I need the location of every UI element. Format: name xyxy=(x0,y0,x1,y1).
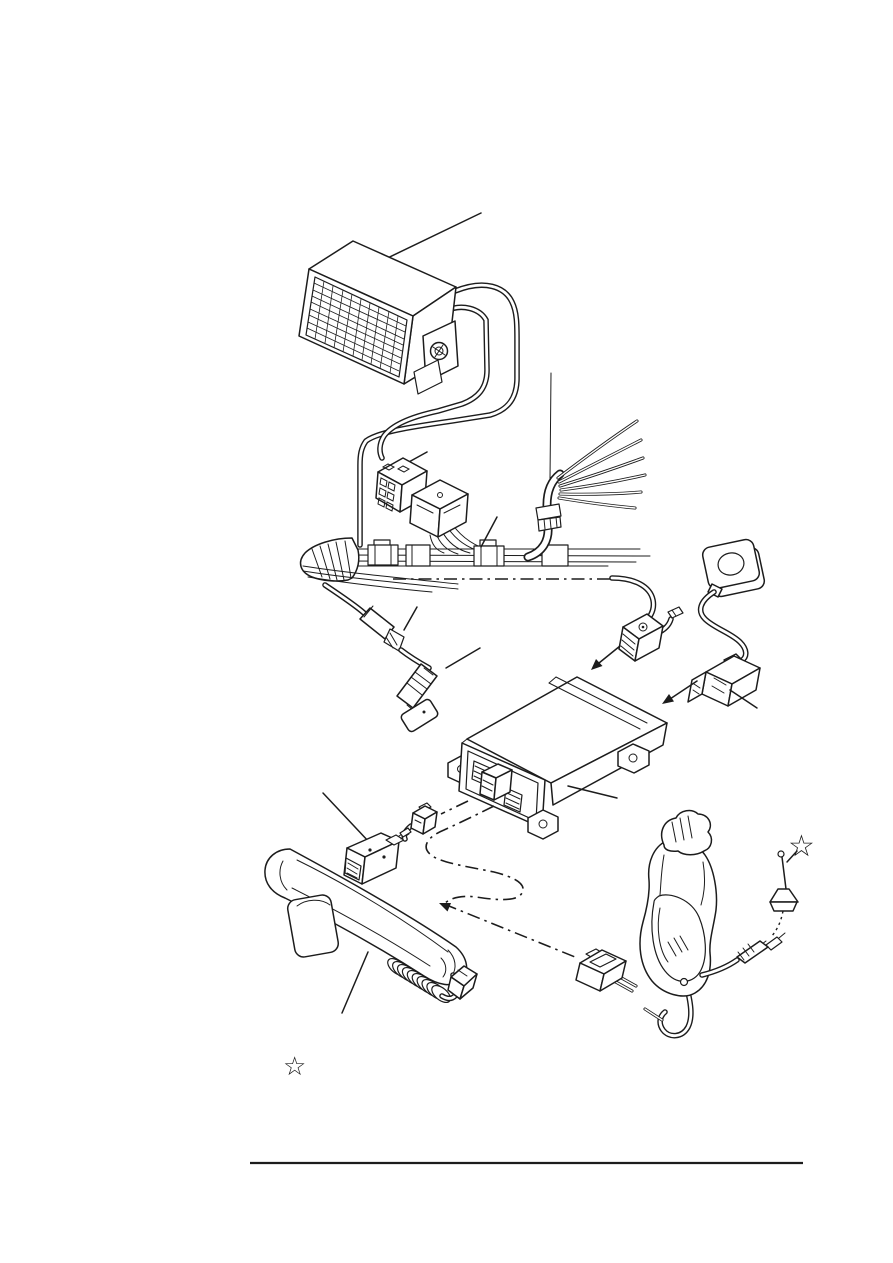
power-connector xyxy=(393,575,684,670)
inline-connector-left xyxy=(322,582,418,652)
antenna-tip xyxy=(777,850,785,858)
arrowhead xyxy=(662,694,674,704)
antenna-cone xyxy=(769,888,799,903)
harness-clip xyxy=(473,539,505,567)
leader-line-adapter xyxy=(322,792,371,844)
mute-button-unit xyxy=(697,538,766,664)
unit-side-face xyxy=(550,722,668,806)
harness-clip xyxy=(541,544,569,567)
leader-line-unit xyxy=(567,785,618,799)
button xyxy=(717,552,745,576)
harness-clip xyxy=(367,539,399,566)
grille-hatch xyxy=(306,280,407,374)
unit-foot xyxy=(617,743,650,774)
cup-hook xyxy=(660,809,713,856)
pigtail-tip xyxy=(667,606,684,619)
antenna-star-marker: ☆ xyxy=(788,829,815,864)
panel-center-connector xyxy=(479,763,513,801)
handset-cradle xyxy=(286,894,340,958)
unit-foot xyxy=(527,809,559,840)
antenna-cable-connectors xyxy=(699,910,786,978)
harness-connector-pair xyxy=(375,451,493,555)
transceiver-unit xyxy=(447,676,668,840)
barrel-plug-with-tag xyxy=(396,647,481,733)
antenna-base xyxy=(769,901,798,912)
cable-routing-dashdot xyxy=(425,800,576,958)
speaker-unit xyxy=(298,212,482,395)
handset-plug xyxy=(447,965,478,1000)
bundle-band xyxy=(535,503,562,532)
modular-jack xyxy=(399,802,438,842)
handset xyxy=(264,848,468,1014)
leader-line-inline xyxy=(403,606,418,631)
arrow-to-unit xyxy=(666,680,698,702)
arrowhead xyxy=(439,903,451,912)
panel-socket xyxy=(503,787,523,813)
connector-pins xyxy=(377,463,411,512)
leader-line-speaker xyxy=(372,212,482,266)
accessory-connector xyxy=(662,653,761,709)
male-connector-side xyxy=(437,493,469,538)
warning-tag xyxy=(400,698,439,733)
wiring-harness xyxy=(299,372,651,593)
hang-up-cup xyxy=(639,809,718,1039)
antenna: ☆ xyxy=(769,829,815,912)
footnote-star-marker: ☆ xyxy=(283,1052,306,1082)
arrowhead xyxy=(591,659,603,670)
handset-adapter xyxy=(322,792,410,885)
cup-cradle xyxy=(651,894,706,982)
arrow-to-unit xyxy=(598,645,621,664)
leader-line-star xyxy=(786,850,798,863)
inline-cable-connector xyxy=(575,948,638,993)
speaker-cable xyxy=(357,282,520,548)
harness-wrap xyxy=(299,537,360,582)
leader-line-bundle xyxy=(549,372,552,481)
leader-line-barrel xyxy=(445,647,481,669)
leader-line-connector-right xyxy=(729,689,758,709)
leader-line-handset xyxy=(341,951,369,1014)
leader-line-harness xyxy=(480,516,498,548)
loose-wire-leads xyxy=(302,565,459,593)
harness-clip xyxy=(405,544,431,567)
wire-fan xyxy=(556,419,647,510)
